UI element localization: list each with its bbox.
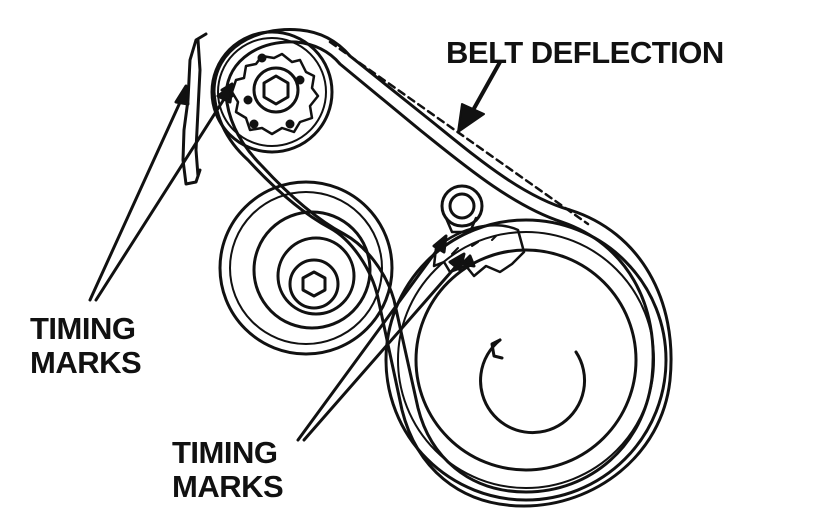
timing-marks-left-line1: TIMING [30, 311, 136, 346]
crankshaft-pulley [384, 218, 668, 502]
cover-bracket [181, 32, 208, 186]
timing-marks-bottom-leaders [296, 234, 466, 442]
timing-marks-bottom-line2: MARKS [172, 469, 284, 504]
belt-deflection-line [328, 40, 590, 226]
timing-marks-bottom-label: TIMING MARKS [172, 435, 284, 504]
timing-belt-outer [212, 28, 673, 508]
tensioner-bolt [440, 184, 484, 234]
timing-belt-inner [224, 40, 655, 494]
timing-marks-left-line2: MARKS [30, 345, 142, 380]
idler-pulley [218, 180, 394, 356]
timing-marks-left-leaders [88, 84, 234, 302]
timing-marks-bottom-line1: TIMING [172, 435, 278, 470]
timing-marks-left-label: TIMING MARKS [30, 311, 142, 380]
belt-deflection-arrow [457, 60, 502, 133]
belt-deflection-label: BELT DEFLECTION [446, 35, 724, 70]
